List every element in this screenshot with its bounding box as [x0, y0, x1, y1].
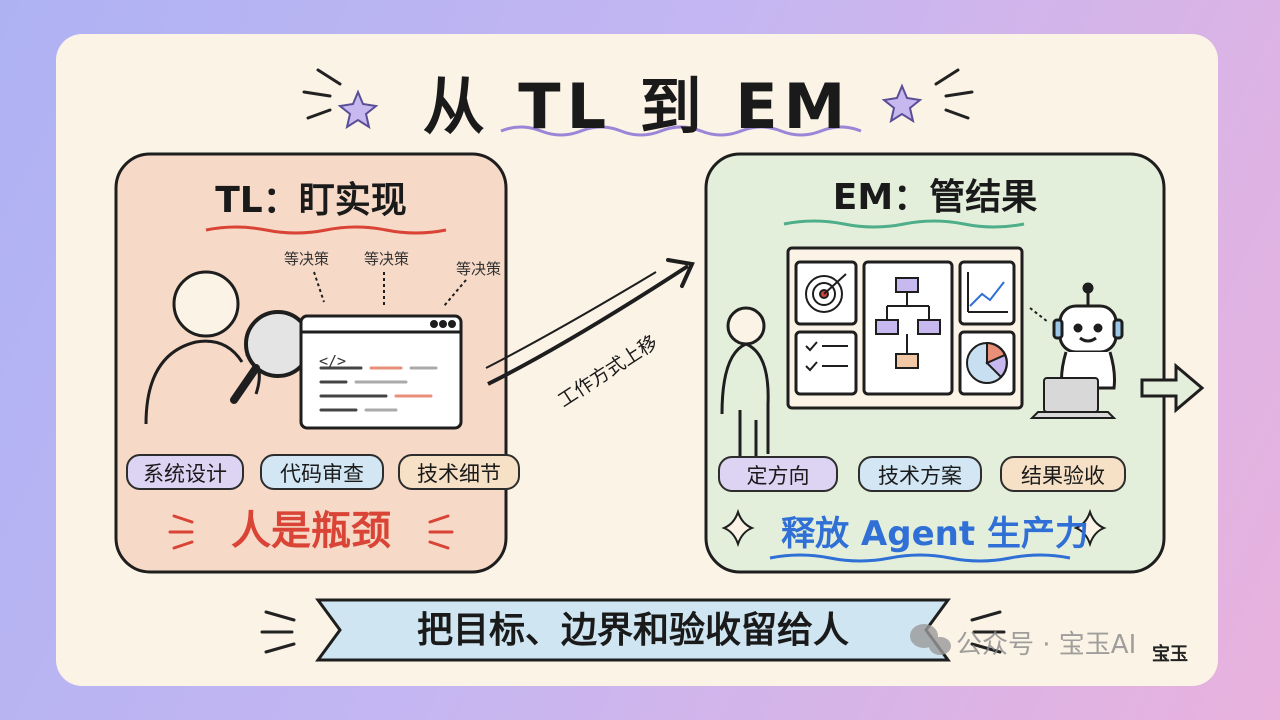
emphasis-lines-icon-bottom-left: [168, 514, 194, 550]
flowchart-icon: [875, 277, 941, 369]
tag-tech-plan: 技术方案: [858, 456, 982, 492]
emphasis-lines-icon-right: [934, 68, 974, 120]
emphasis-lines-icon-bottom-right: [428, 514, 454, 550]
code-window-icon: [299, 314, 463, 430]
tag-result-acceptance: 结果验收: [1000, 456, 1126, 492]
sparkle-star-icon-right: [881, 83, 923, 124]
sparkle-icon-left: [721, 508, 755, 548]
pie-chart-icon: [966, 341, 1008, 384]
emphasis-lines-icon-left: [302, 68, 342, 120]
ribbon-banner: [315, 598, 951, 662]
title-underline: [500, 125, 862, 137]
sparkle-icon-right: [1073, 508, 1107, 548]
laptop-icon: [1029, 377, 1117, 419]
waiting-annotation: 等决策: [456, 260, 502, 278]
emphasis-lines-icon-banner-left: [260, 610, 296, 654]
infographic-card: 从 TL 到 EM TL：盯实现 等决策 等决策 等决策 </> 系统设计 代码…: [56, 34, 1218, 686]
watermark-text: 公众号 · 宝玉AI: [956, 630, 1137, 660]
output-arrow-icon: [1140, 362, 1205, 414]
checklist-icon: [805, 341, 848, 372]
dashboard-board-icon: [786, 246, 1024, 410]
code-symbol: </>: [319, 352, 347, 370]
tag-set-direction: 定方向: [718, 456, 838, 492]
target-icon: [805, 273, 847, 313]
signature-stamp: 宝玉: [1152, 644, 1188, 665]
bottleneck-label: 人是瓶颈: [231, 508, 391, 554]
agent-productivity-label: 释放 Agent 生产力: [781, 514, 1089, 554]
trend-chart-icon: [967, 272, 1008, 313]
banner-text: 把目标、边界和验收留给人: [416, 610, 849, 651]
transition-arrow: [487, 264, 690, 386]
emphasis-lines-icon-banner-right: [970, 610, 1006, 654]
magnifying-glass-icon: [230, 310, 312, 404]
wechat-icon: [910, 624, 951, 655]
waiting-arrows: [313, 271, 467, 307]
tag-tech-details: 技术细节: [398, 454, 520, 490]
tag-code-review: 代码审查: [260, 454, 384, 490]
page-title: 从 TL 到 EM: [422, 70, 852, 143]
waiting-annotation: 等决策: [284, 250, 330, 268]
waiting-annotation: 等决策: [364, 250, 410, 268]
tl-panel-title: TL：盯实现: [215, 180, 407, 221]
tag-system-design: 系统设计: [126, 454, 244, 490]
em-panel-title: EM：管结果: [832, 177, 1038, 218]
sparkle-star-icon-left: [337, 89, 379, 130]
